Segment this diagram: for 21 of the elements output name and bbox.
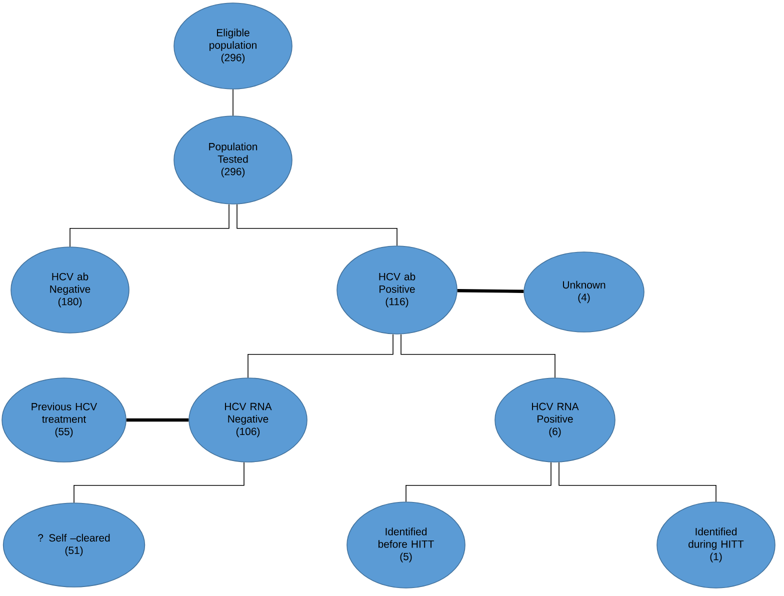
thick-connector <box>126 418 189 422</box>
ellipse-node: HCV RNA Negative (106) <box>188 378 308 462</box>
ellipse-node: Identified during HITT (1) <box>656 502 776 588</box>
connector-line <box>400 334 556 378</box>
connector-line <box>236 204 398 246</box>
connector-line <box>558 462 716 502</box>
connector-line <box>232 89 234 116</box>
connector-line <box>74 462 244 503</box>
ellipse-node: Identified before HITT (5) <box>346 502 466 588</box>
ellipse-node: ? Self –cleared (51) <box>2 502 146 588</box>
ellipse-node: HCV ab Positive (116) <box>336 246 458 334</box>
connector-line <box>406 462 552 502</box>
connector-line <box>70 204 230 247</box>
ellipse-node: HCV ab Negative (180) <box>10 246 130 334</box>
ellipse-node: Eligible population (296) <box>174 2 292 90</box>
ellipse-node: Population Tested (296) <box>174 116 292 204</box>
ellipse-node: Previous HCV treatment (55) <box>2 378 126 462</box>
thick-connector <box>457 289 524 293</box>
ellipse-node: Unknown (4) <box>524 252 644 332</box>
connector-line <box>248 334 394 378</box>
ellipse-node: HCV RNA Positive (6) <box>494 378 616 462</box>
